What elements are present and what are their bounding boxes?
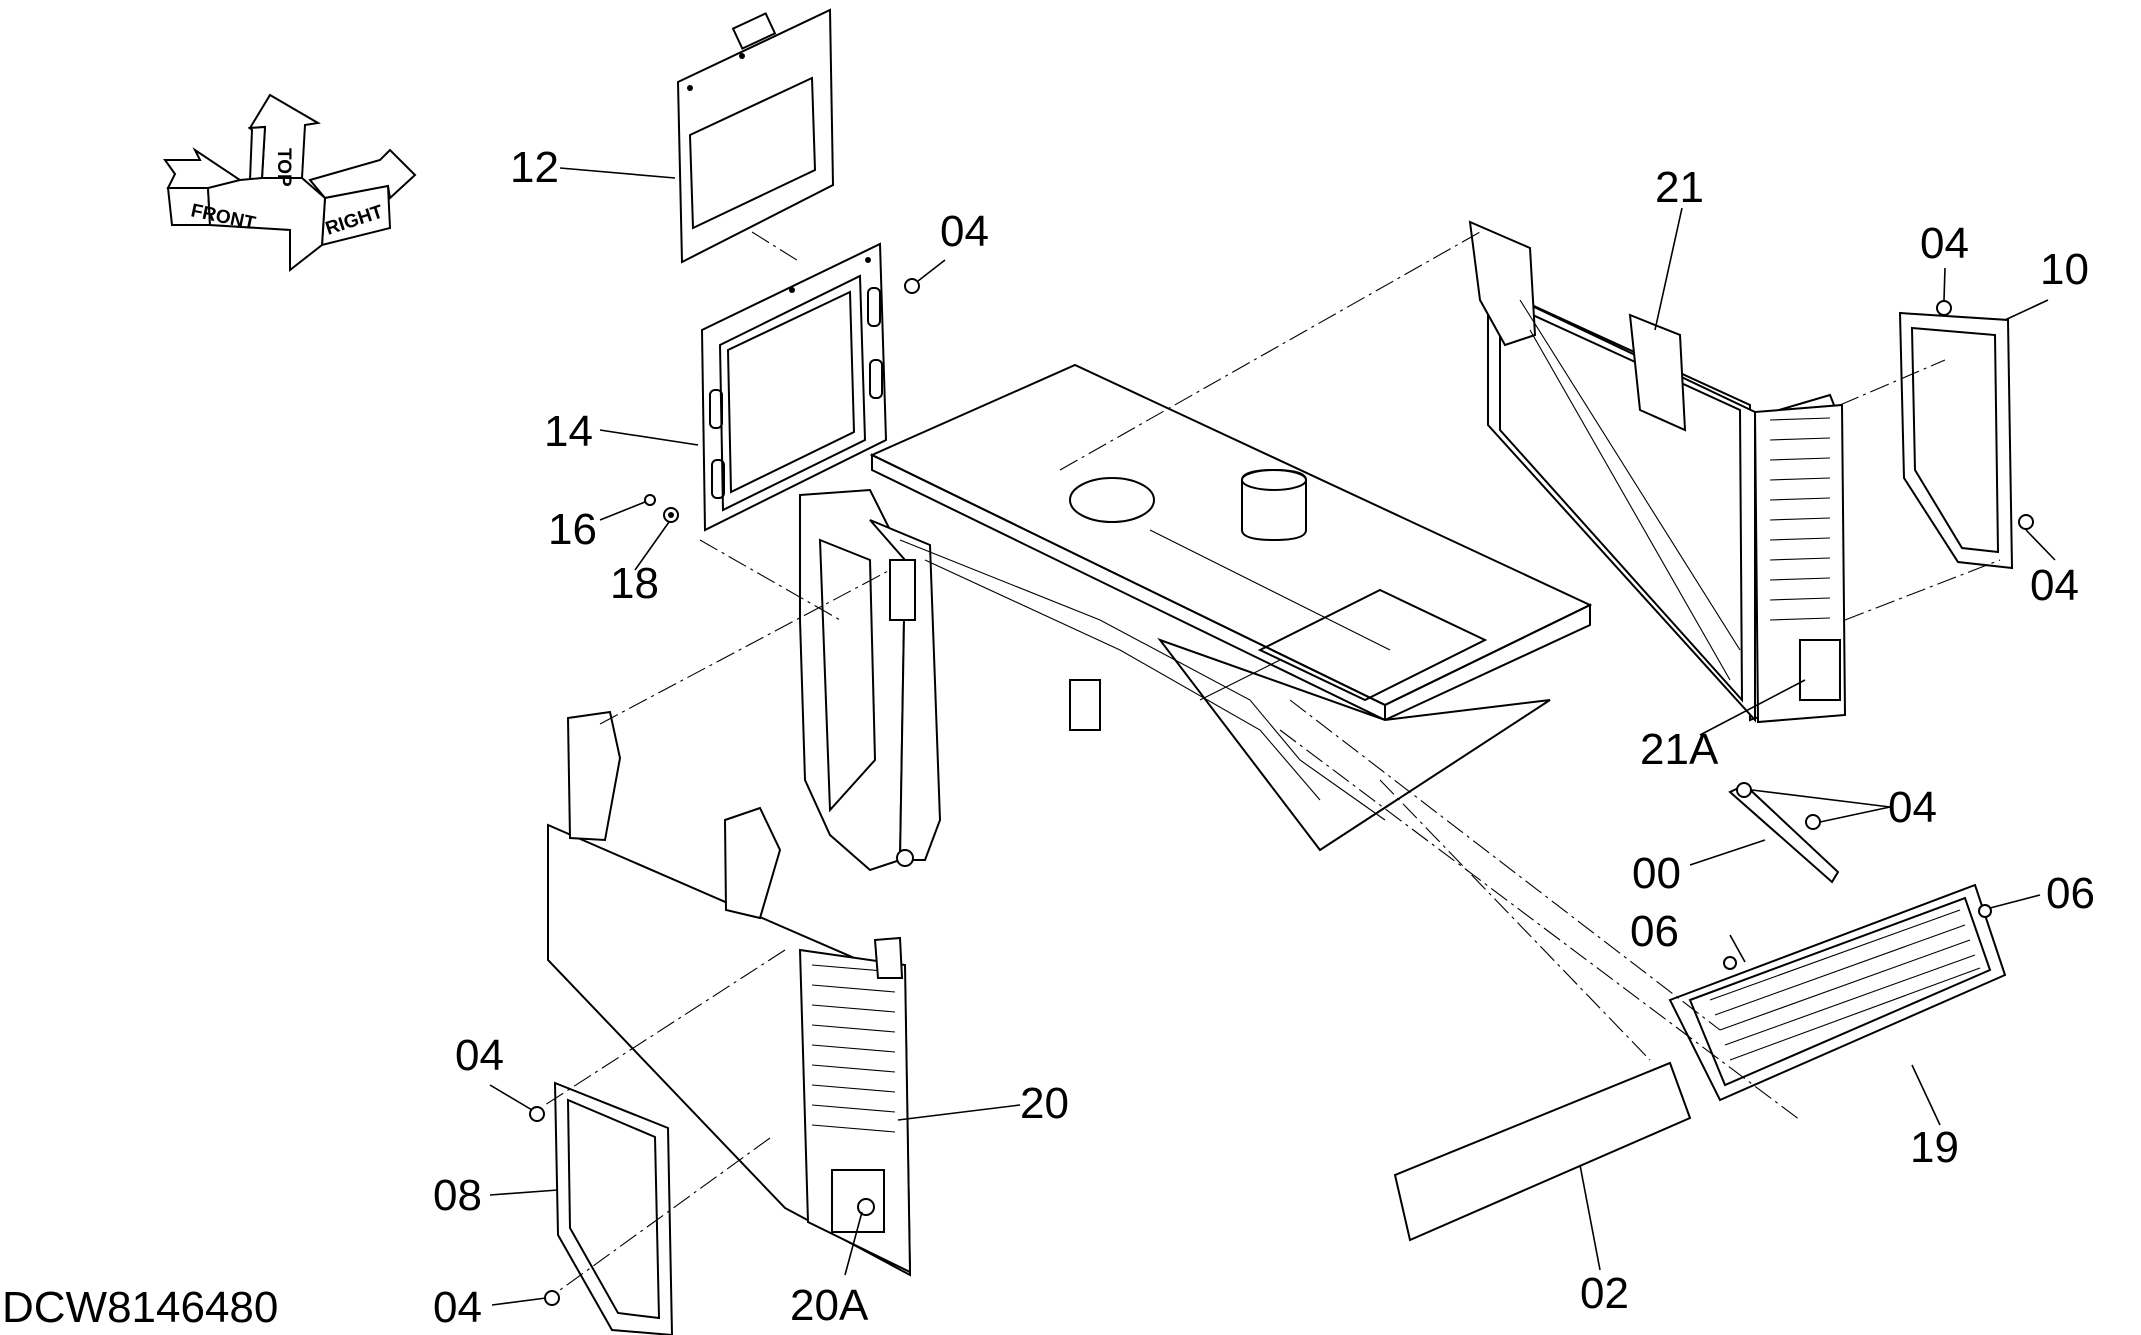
part-10-frame [1898, 300, 2034, 570]
leader-lines [489, 167, 2056, 1306]
callout-20: 20 [1020, 1079, 1069, 1128]
part-19-grille [1668, 883, 2007, 1102]
callout-20a: 20A [790, 1281, 869, 1330]
callout-04-right-mid: 04 [2030, 561, 2079, 610]
callout-06-right: 06 [2046, 869, 2095, 918]
part-21-right-panel [1468, 220, 1847, 724]
part-20-left-panel [547, 710, 912, 1277]
main-frame-body [799, 363, 1593, 872]
callout-04-right-top: 04 [1920, 219, 1969, 268]
fastener-18 [663, 507, 679, 523]
part-20-louvres [811, 964, 896, 1133]
callout-21: 21 [1655, 163, 1704, 212]
document-id: DCW8146480 [2, 1283, 278, 1332]
part-14-mounting-plate [700, 242, 888, 532]
callout-21a: 21A [1640, 725, 1719, 774]
callout-18: 18 [610, 559, 659, 608]
callout-19: 19 [1910, 1123, 1959, 1172]
callouts: 12 04 14 16 18 21 04 10 04 21A 04 00 06 … [433, 143, 2095, 1332]
callout-08: 08 [433, 1171, 482, 1220]
part-21-louvres [1769, 417, 1831, 621]
callout-10: 10 [2040, 245, 2089, 294]
fastener-16 [644, 494, 656, 506]
fastener-04-top [904, 278, 920, 294]
callout-14: 14 [544, 407, 593, 456]
part-00-strip [1728, 782, 1840, 884]
callout-16: 16 [548, 505, 597, 554]
callout-04-top: 04 [940, 207, 989, 256]
callout-04-left-bottom: 04 [433, 1283, 482, 1332]
callout-04-left-mid: 04 [455, 1031, 504, 1080]
part-12-cover [676, 8, 835, 264]
callout-12: 12 [510, 143, 559, 192]
callout-00: 00 [1632, 849, 1681, 898]
callout-06-left: 06 [1630, 907, 1679, 956]
part-02-sheet [1393, 1061, 1692, 1242]
assembly-lines [544, 231, 2001, 1291]
callout-04-louver: 04 [1888, 783, 1937, 832]
part-08-frame [529, 1081, 674, 1335]
orientation-symbol: FRONT TOP RIGHT [163, 93, 417, 273]
orientation-top-label: TOP [273, 148, 294, 187]
callout-02: 02 [1580, 1269, 1629, 1318]
